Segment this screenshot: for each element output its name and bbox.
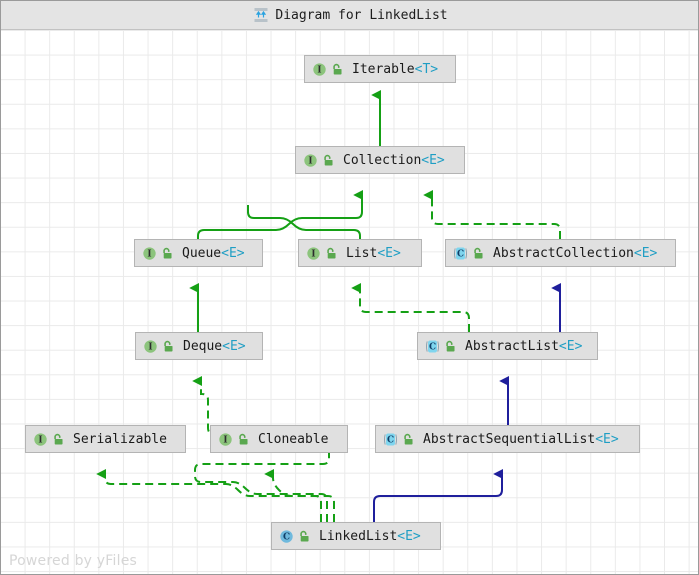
interface-badge-icon: I bbox=[307, 246, 320, 260]
uml-node-label: Collection<E> bbox=[343, 152, 445, 168]
uml-node-label: AbstractCollection<E> bbox=[493, 245, 658, 261]
class-badge-icon: C bbox=[454, 247, 467, 259]
uml-node-deque[interactable]: I Deque<E> bbox=[135, 332, 263, 360]
svg-text:I: I bbox=[311, 249, 315, 259]
svg-text:I: I bbox=[223, 435, 227, 445]
diagram-canvas[interactable]: I Iterable<T> I Collection<E> I Queue<E> I List… bbox=[1, 30, 698, 574]
unlocked-padlock-icon bbox=[54, 433, 63, 445]
edge-list-to-collection bbox=[247, 205, 361, 239]
uml-node-list[interactable]: I List<E> bbox=[298, 239, 422, 267]
unlocked-padlock-icon bbox=[446, 340, 455, 352]
class-badge-icon: C bbox=[426, 340, 439, 352]
interface-badge-icon: I bbox=[304, 153, 317, 167]
edge-abstractlist-to-list bbox=[351, 282, 470, 332]
svg-text:I: I bbox=[38, 435, 42, 445]
unlocked-padlock-icon bbox=[333, 63, 342, 75]
page-title: Diagram for LinkedList bbox=[275, 7, 448, 23]
uml-node-label: Cloneable bbox=[258, 431, 329, 447]
uml-node-label: AbstractSequentialList<E> bbox=[423, 431, 619, 447]
edge-linkedlist-to-abstractsequentiallist bbox=[373, 468, 504, 522]
interface-badge-icon: I bbox=[313, 62, 326, 76]
interface-badge-icon: I bbox=[144, 339, 157, 353]
edge-linkedlist-to-serializable bbox=[96, 468, 322, 522]
uml-node-abstractsequentiallist[interactable]: C AbstractSequentialList<E> bbox=[375, 425, 640, 453]
uml-node-queue[interactable]: I Queue<E> bbox=[134, 239, 263, 267]
uml-node-abstractlist[interactable]: C AbstractList<E> bbox=[417, 332, 598, 360]
class-badge-icon: C bbox=[384, 433, 397, 445]
uml-node-label: AbstractList<E> bbox=[465, 338, 583, 354]
unlocked-padlock-icon bbox=[163, 247, 172, 259]
uml-node-label: List<E> bbox=[346, 245, 401, 261]
unlocked-padlock-icon bbox=[474, 247, 483, 259]
edge-queue-to-collection bbox=[197, 189, 364, 239]
edge-linkedlist-to-cloneable bbox=[264, 468, 335, 522]
svg-text:I: I bbox=[308, 156, 312, 166]
window-title-bar: Diagram for LinkedList bbox=[1, 1, 698, 30]
interface-badge-icon: I bbox=[34, 432, 47, 446]
svg-text:I: I bbox=[148, 342, 152, 352]
diagram-icon bbox=[253, 7, 269, 23]
uml-node-collection[interactable]: I Collection<E> bbox=[295, 146, 465, 174]
unlocked-padlock-icon bbox=[164, 340, 173, 352]
svg-text:C: C bbox=[457, 249, 464, 259]
edge-abstractcollection-to-collection bbox=[423, 189, 561, 239]
unlocked-padlock-icon bbox=[324, 154, 333, 166]
svg-text:I: I bbox=[317, 65, 321, 75]
uml-node-label: Serializable bbox=[73, 431, 167, 447]
unlocked-padlock-icon bbox=[239, 433, 248, 445]
interface-badge-icon: I bbox=[219, 432, 232, 446]
interface-badge-icon: I bbox=[143, 246, 156, 260]
uml-node-label: Deque<E> bbox=[183, 338, 246, 354]
edge-layer bbox=[96, 89, 562, 522]
unlocked-padlock-icon bbox=[404, 433, 413, 445]
class-badge-icon: C bbox=[280, 529, 293, 543]
uml-node-label: Iterable<T> bbox=[352, 61, 439, 77]
unlocked-padlock-icon bbox=[327, 247, 336, 259]
svg-text:C: C bbox=[429, 342, 436, 352]
svg-text:I: I bbox=[147, 249, 151, 259]
uml-node-label: LinkedList<E> bbox=[319, 528, 421, 544]
uml-node-label: Queue<E> bbox=[182, 245, 245, 261]
uml-node-cloneable[interactable]: I Cloneable bbox=[210, 425, 348, 453]
uml-node-linkedlist[interactable]: C LinkedList<E> bbox=[271, 522, 441, 550]
svg-text:C: C bbox=[387, 435, 394, 445]
svg-text:C: C bbox=[283, 532, 290, 542]
uml-node-serializable[interactable]: I Serializable bbox=[25, 425, 186, 453]
yfiles-watermark: Powered by yFiles bbox=[9, 553, 137, 569]
unlocked-padlock-icon bbox=[300, 530, 309, 542]
uml-node-abstractcollection[interactable]: C AbstractCollection<E> bbox=[445, 239, 676, 267]
uml-node-iterable[interactable]: I Iterable<T> bbox=[304, 55, 456, 83]
